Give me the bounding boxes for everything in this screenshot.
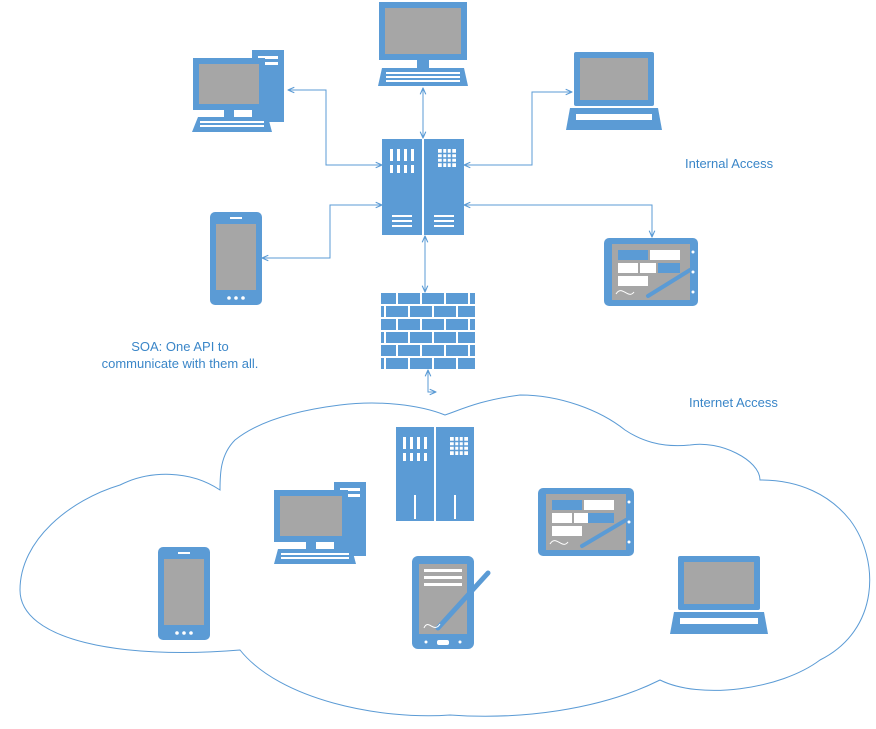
- laptop-icon: [566, 52, 662, 130]
- soa-caption-line1: SOA: One API to: [131, 339, 229, 354]
- link-laptop-server: [464, 92, 572, 165]
- smartphone-icon: [158, 547, 210, 640]
- smartphone-icon: [210, 212, 262, 305]
- laptop-icon: [670, 556, 768, 634]
- desktop-icon: [192, 50, 284, 132]
- internal-access-label: Internal Access: [685, 156, 774, 171]
- link-tablet-server: [464, 205, 652, 237]
- soa-caption: SOA: One API to communicate with them al…: [80, 338, 280, 372]
- link-desktop-server: [288, 90, 382, 165]
- firewall-icon: [381, 293, 475, 369]
- server-icon: [396, 427, 474, 521]
- server-icon: [382, 139, 464, 235]
- internet-cloud: [19, 394, 871, 717]
- tablet-icon: [604, 238, 698, 306]
- tablet-icon: [538, 488, 634, 556]
- monitor-icon: [378, 2, 468, 86]
- internet-access-label: Internet Access: [689, 395, 778, 410]
- pda-icon: [412, 556, 491, 649]
- soa-caption-line2: communicate with them all.: [101, 356, 259, 371]
- connectors: [262, 88, 652, 392]
- desktop-icon: [274, 482, 366, 564]
- link-phone-server: [262, 205, 382, 258]
- link-firewall-cloud: [428, 370, 436, 392]
